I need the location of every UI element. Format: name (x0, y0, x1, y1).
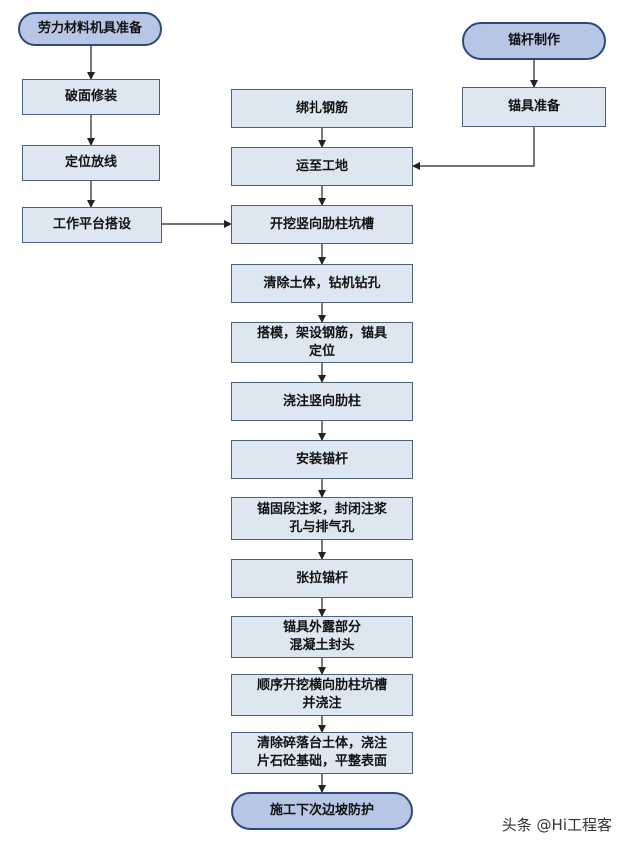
main-end-terminal: 施工下次边坡防护 (231, 792, 413, 830)
left-step-3: 工作平台搭设 (22, 207, 162, 243)
left-step-2: 定位放线 (22, 145, 160, 181)
main-step-2: 运至工地 (231, 147, 413, 186)
left-step-2-label: 定位放线 (64, 155, 117, 170)
left-step-1: 破面修装 (22, 79, 160, 115)
main-step-1-label: 绑扎钢筋 (295, 100, 348, 116)
main-step-1: 绑扎钢筋 (231, 89, 413, 128)
left-step-1-label: 破面修装 (64, 89, 117, 104)
main-step-4-label: 清除土体，钻机钻孔 (263, 275, 381, 291)
main-step-9: 张拉锚杆 (231, 559, 413, 598)
right-step-1: 锚具准备 (462, 87, 606, 127)
main-step-10-label: 锚具外露部分 混凝土封头 (282, 620, 361, 653)
main-step-4: 清除土体，钻机钻孔 (231, 264, 413, 303)
main-step-11: 顺序开挖横向肋柱坑槽 并浇注 (231, 674, 413, 716)
watermark: 头条 @Hi工程客 (501, 816, 612, 834)
main-step-12-label: 清除碎落台土体，浇注 片石砼基础，平整表面 (256, 736, 387, 769)
right-step-1-label: 锚具准备 (507, 99, 560, 114)
left-start-label: 劳力材料机具准备 (37, 21, 142, 36)
main-step-10: 锚具外露部分 混凝土封头 (231, 616, 413, 658)
main-step-6-label: 浇注竖向肋柱 (282, 393, 361, 409)
main-step-7: 安装锚杆 (231, 440, 413, 479)
right-start-terminal: 锚杆制作 (462, 22, 606, 60)
left-step-3-label: 工作平台搭设 (52, 217, 131, 232)
main-step-2-label: 运至工地 (295, 158, 348, 174)
right-start-label: 锚杆制作 (507, 33, 560, 48)
connector-right-to-main (412, 127, 535, 170)
left-start-terminal: 劳力材料机具准备 (18, 12, 162, 46)
main-step-6: 浇注竖向肋柱 (231, 382, 413, 421)
main-step-5: 搭模，架设钢筋，锚具 定位 (231, 322, 413, 363)
main-step-3-label: 开挖竖向肋柱坑槽 (269, 216, 374, 232)
main-step-5-label: 搭模，架设钢筋，锚具 定位 (256, 325, 387, 359)
main-step-12: 清除碎落台土体，浇注 片石砼基础，平整表面 (231, 732, 413, 774)
main-step-9-label: 张拉锚杆 (295, 570, 348, 586)
main-step-7-label: 安装锚杆 (295, 451, 348, 467)
main-end-label: 施工下次边坡防护 (269, 803, 374, 818)
main-step-11-label: 顺序开挖横向肋柱坑槽 并浇注 (256, 678, 387, 711)
main-step-8-label: 锚固段注浆，封闭注浆 孔与排气孔 (256, 501, 387, 535)
main-step-3: 开挖竖向肋柱坑槽 (231, 205, 413, 244)
main-step-8: 锚固段注浆，封闭注浆 孔与排气孔 (231, 497, 413, 540)
